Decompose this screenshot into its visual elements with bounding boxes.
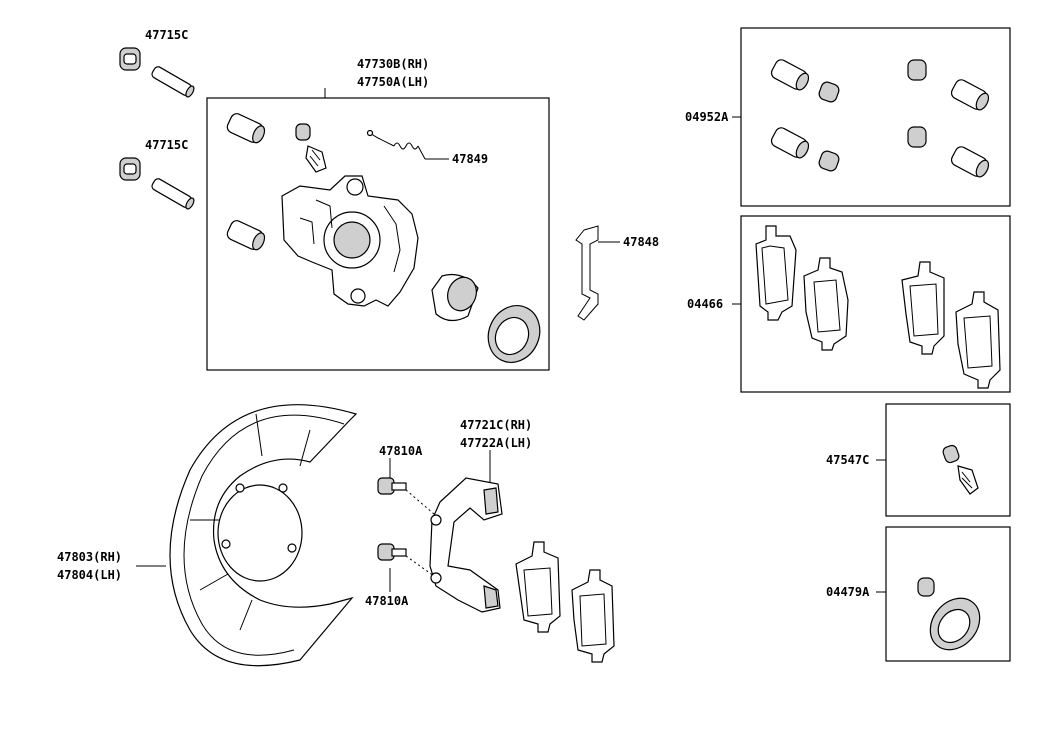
mounting-bolt-top [377,477,435,515]
guide-pin-set-middle [119,157,195,210]
brake-pad-3 [901,261,945,355]
brake-pad-2 [803,257,849,351]
label-47715c-top: 47715C [145,28,188,42]
caliper-sleeve-bottom [226,220,266,251]
seal-kit-04479a [917,577,981,651]
label-04952a: 04952A [685,110,729,124]
loose-pad-outer [571,569,615,663]
bleeder-kit-47547c [942,444,979,495]
loose-brake-pads [515,541,615,663]
label-47810a-top: 47810A [379,444,423,458]
label-04466: 04466 [687,297,723,311]
kit-box-04952a [740,27,1011,207]
pad-support-clip-47848 [575,225,599,321]
mounting-bolt-bottom [377,543,435,577]
label-47547c: 47547C [826,453,869,467]
dust-shield-plate [169,404,358,667]
label-47721c-rh: 47721C(RH) [460,418,532,432]
label-47750a-lh: 47750A(LH) [357,75,429,89]
piston-seal-boot [487,305,541,363]
kit-04952a-contents [770,59,990,178]
label-47730b-rh: 47730B(RH) [357,57,429,71]
caliper-sleeve-top [226,113,266,144]
label-04479a: 04479A [826,585,870,599]
label-47849: 47849 [452,152,488,166]
brake-pad-4 [955,291,1001,389]
label-47810a-bottom: 47810A [365,594,409,608]
dust-shield [169,404,358,667]
bleeder-cap [295,123,311,141]
seal-kit-box-04479a [885,526,1011,662]
pad-kit-04466-contents [755,225,1001,389]
caliper-assembly-box [206,97,550,371]
piston [431,273,479,322]
brake-pad-1 [755,225,797,321]
dust-shield-hub [217,484,303,582]
bleeder-screw [295,123,327,173]
bleeder-body [305,145,327,173]
guide-pin-set-top [119,47,195,98]
caliper-body [281,175,419,307]
caliper-bore [333,221,371,259]
label-47803-rh: 47803(RH) [57,550,122,564]
label-47804-lh: 47804(LH) [57,568,122,582]
label-47715c-middle: 47715C [145,138,188,152]
label-47848: 47848 [623,235,659,249]
anti-rattle-spring-47849 [366,129,426,160]
caliper-mounting-bracket [429,477,503,613]
loose-pad-inner [515,541,561,633]
label-47722a-lh: 47722A(LH) [460,436,532,450]
